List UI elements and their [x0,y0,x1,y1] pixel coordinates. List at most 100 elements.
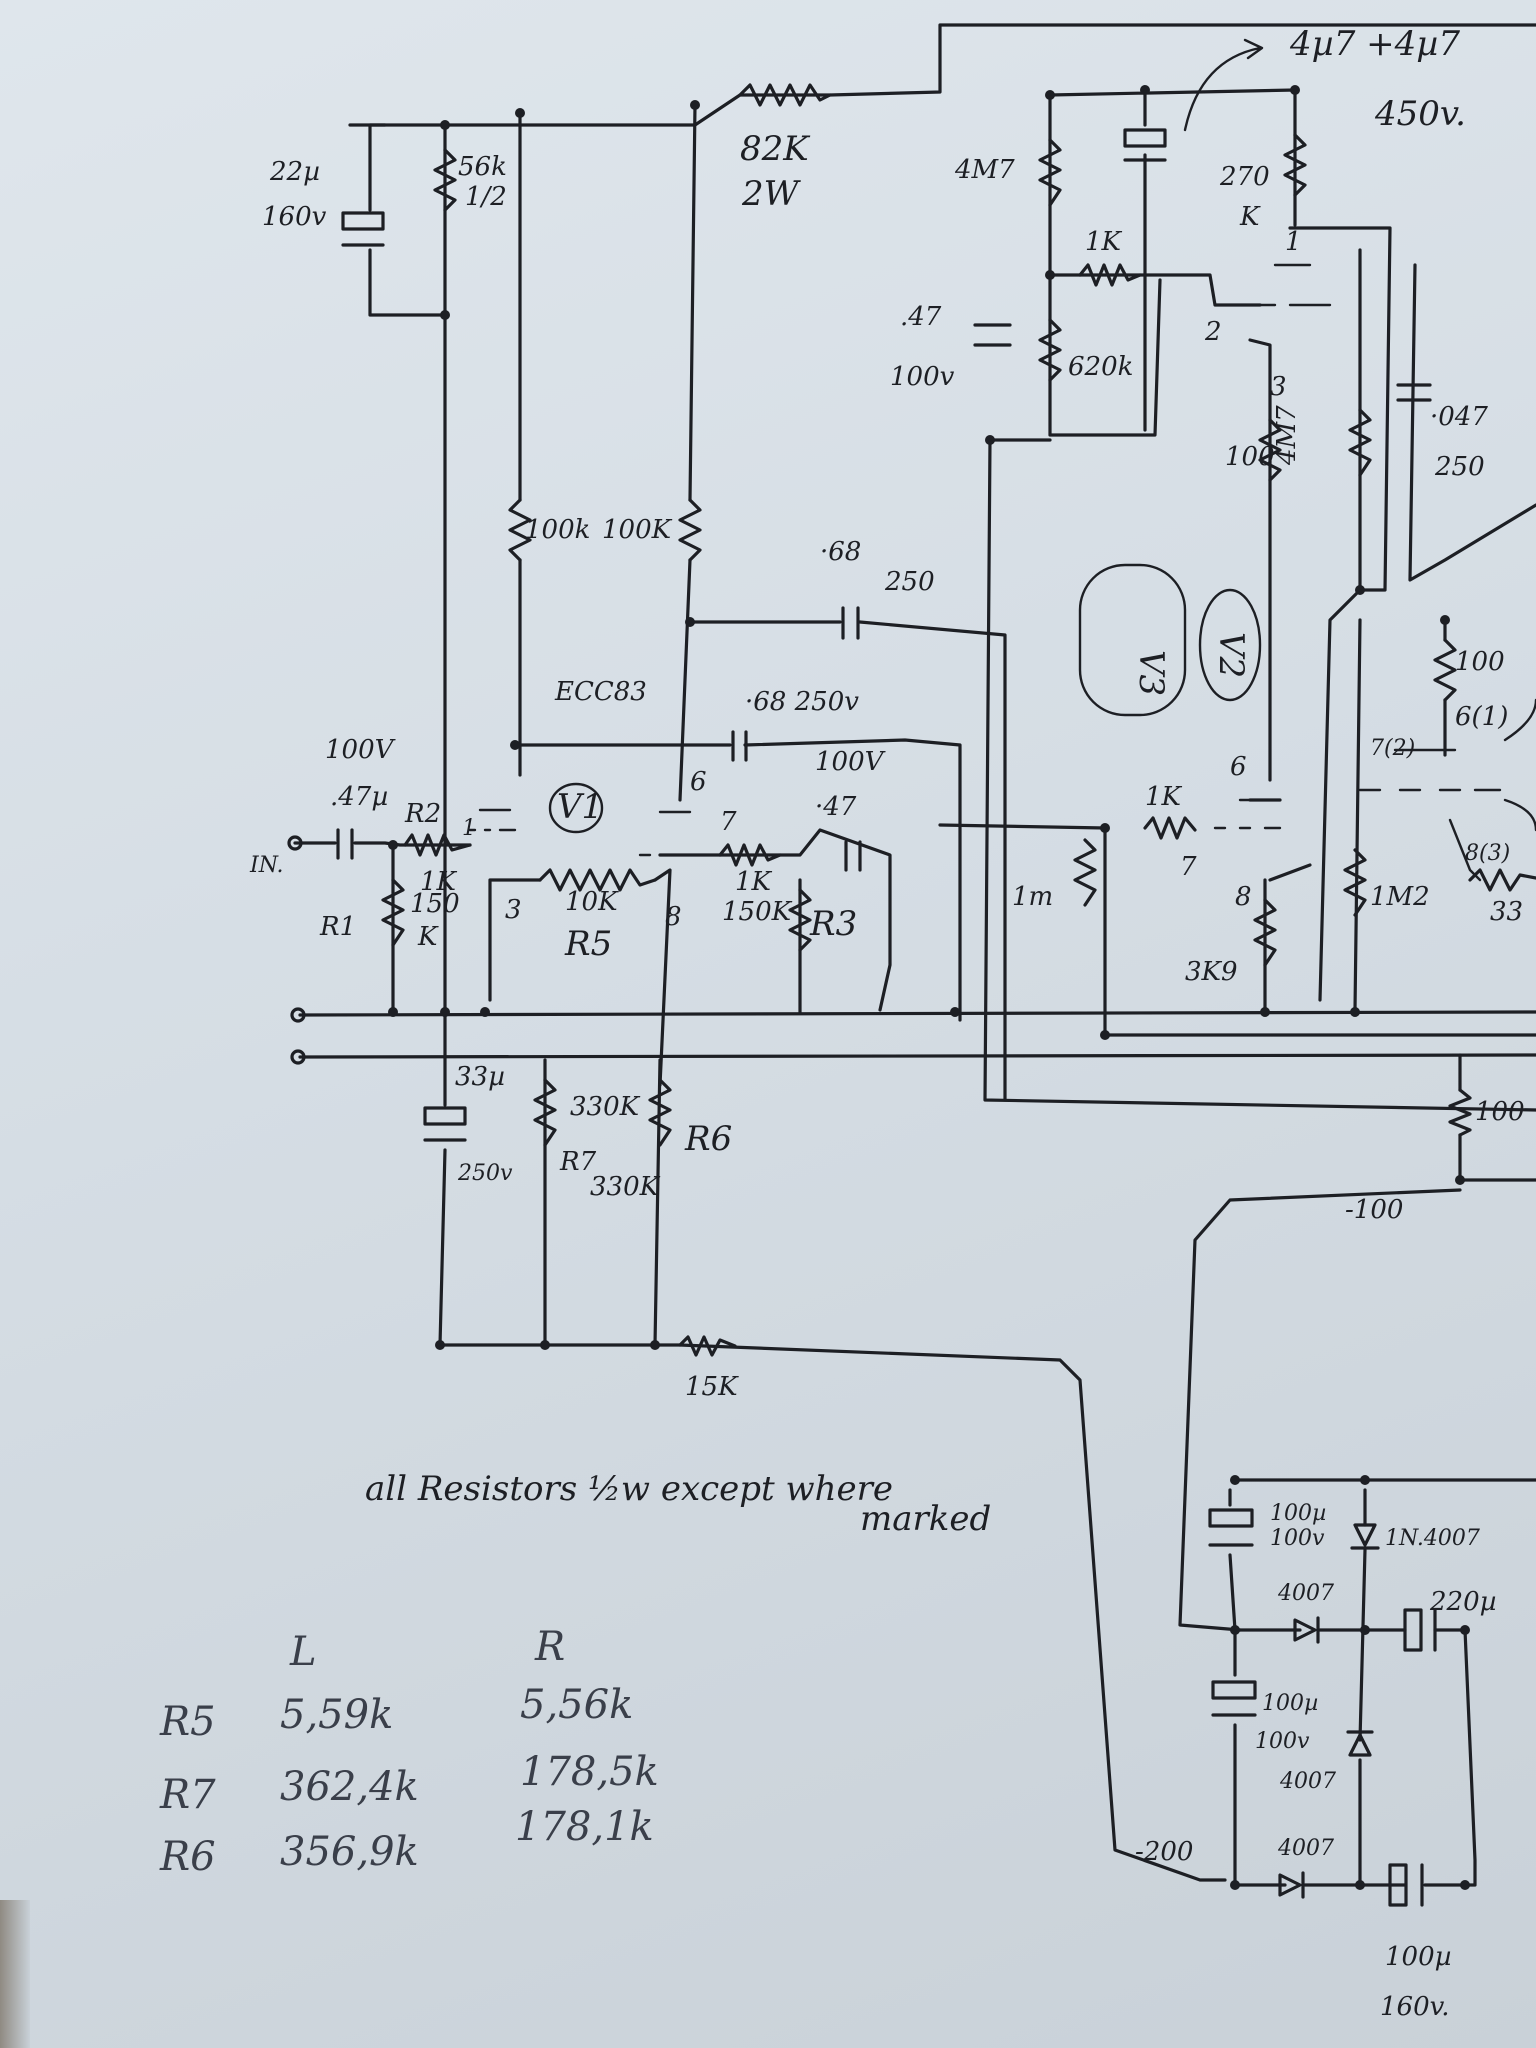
label-c-068: ·68 [820,537,861,567]
label-c-047-in-v: 100V [325,735,396,765]
label-r-330k-a: 330K [570,1092,641,1122]
resistor-r2-1k [403,833,472,857]
wire-v2-grid [938,823,1536,1037]
label-r-1k-grid2: 1K [735,867,773,897]
tube-v1-outline [548,782,604,834]
label-c-100u-b-v: 100v [1255,1729,1310,1754]
resistor-270k [1283,133,1307,197]
wire-ground-1 [298,1010,1536,1017]
measurement-row-name: R7 [159,1772,216,1818]
label-c-0047-v: 250 [1434,452,1485,482]
label-pin-3: 3 [1270,372,1287,402]
label-c-047-out-v: 100V [815,747,886,777]
label-pin-6-v1: 6 [690,767,707,797]
label-r-100k-a: 100k [525,515,590,545]
resistor-100k-right [678,498,702,562]
label-v-neg200: -200 [1135,1837,1193,1867]
label-r-330k-b: 330K [590,1172,661,1202]
capacitor-220u [1403,1608,1423,1652]
label-r-100-b: 100 [1455,647,1505,677]
resistor-r3-150k [788,888,812,952]
label-r-1k-v2: 1K [1145,782,1183,812]
tube-v3-outline [1078,563,1187,717]
label-r-270k-k: K [1239,202,1261,232]
label-c-068-v: 250 [884,567,935,597]
wire-068-top [688,620,1007,1102]
label-c-100u-a: 100µ [1270,1501,1326,1526]
label-r-3k9: 3K9 [1185,957,1238,987]
schematic-resistors [381,83,1536,1357]
resistor-100k-left [508,498,532,562]
resistor-3k9 [1253,898,1277,967]
label-r-150k-k: K [417,922,439,952]
label-r5: R5 [564,924,612,964]
label-c-33u-v: 250v [457,1161,513,1186]
resistor-r6-330k [648,1078,672,1147]
label-pin-6-l: 6(1) [1455,702,1508,732]
resistor-82k [738,83,832,107]
wire-620k [1048,273,1262,307]
measurement-row-name: R5 [159,1699,216,1745]
note-block: all Resistors ½w except where marked [365,1469,991,1539]
resistor-1k-v2 [1143,816,1197,840]
label-pin-2: 2 [1204,317,1222,347]
label-d-4007-c: 4007 [1277,1836,1334,1861]
label-r-150k-b: 150K [722,897,793,927]
wire-100k-right [678,103,697,802]
tube-v2-outline [1198,588,1262,702]
label-pin-1: 1 [1285,227,1302,257]
label-d-1n4007: 1N.4007 [1385,1526,1480,1551]
resistor-4m7-vert [1348,408,1372,477]
label-v2: V2 [1211,632,1251,678]
wire-33u [438,1010,447,1347]
terminal-ground-1 [290,1007,306,1023]
measurement-row-right: 178,5k [520,1749,659,1795]
diode-4007-b [1346,1730,1374,1757]
label-c-33u: 33µ [455,1062,505,1092]
label-cap-top-voltage: 450v. [1374,94,1466,134]
label-c-047-out: ·47 [815,792,857,822]
label-pin-8-v1: 8 [665,902,682,932]
label-r-1m2: 1M2 [1370,882,1430,912]
label-r-100-c: 100 [1475,1097,1525,1127]
measurement-row-left: 362,4k [280,1764,419,1810]
wire-v2-pin8 [1268,863,1312,882]
label-r-1k-top: 1K [1085,227,1123,257]
resistor-right-100 [1448,1088,1472,1137]
label-r-56k: 56k [458,152,507,182]
resistor-620k [1038,318,1062,382]
label-r7: R7 [559,1147,597,1177]
terminal-ground-2 [290,1049,306,1065]
schematic-junctions [388,85,1470,1890]
label-pin-8-v2: 8 [1235,882,1252,912]
measurement-header-r: R [534,1624,565,1670]
wire-pin1-right [1288,226,1392,1002]
wire-ground-2 [298,1053,1536,1059]
label-r3: R3 [809,904,857,944]
label-v1: V1 [557,787,603,827]
resistor-r5-10k [538,868,657,892]
label-c-100u-a-v: 100v [1270,1526,1325,1551]
resistor-1k-grid [718,843,782,867]
paper-edge-shadow [0,1900,30,2048]
wire-22u-branch [368,123,447,317]
label-pin-7-v2: 7 [1180,852,1197,882]
capacitor-33u [423,1106,467,1126]
resistor-r7-330k [533,1078,557,1147]
arrow-4u7 [1183,38,1264,132]
label-c-100u-c: 100µ [1385,1942,1452,1972]
label-v3: V3 [1131,650,1171,696]
capacitor-100u-a [1208,1508,1254,1528]
measurement-row-right: 178,1k [515,1804,654,1850]
wire-v3-left [983,438,1536,1112]
resistor-1m2 [1343,848,1367,917]
label-d-4007-b: 4007 [1279,1769,1336,1794]
label-r-15k: 15K [685,1372,739,1402]
measurement-row-right: 5,56k [520,1682,633,1728]
label-r1: R1 [319,912,356,942]
measurement-header-l: L [289,1629,317,1675]
label-r-56k-w: 1/2 [465,182,507,212]
label-in: IN. [249,853,284,878]
label-r-10k: 10K [565,887,619,917]
